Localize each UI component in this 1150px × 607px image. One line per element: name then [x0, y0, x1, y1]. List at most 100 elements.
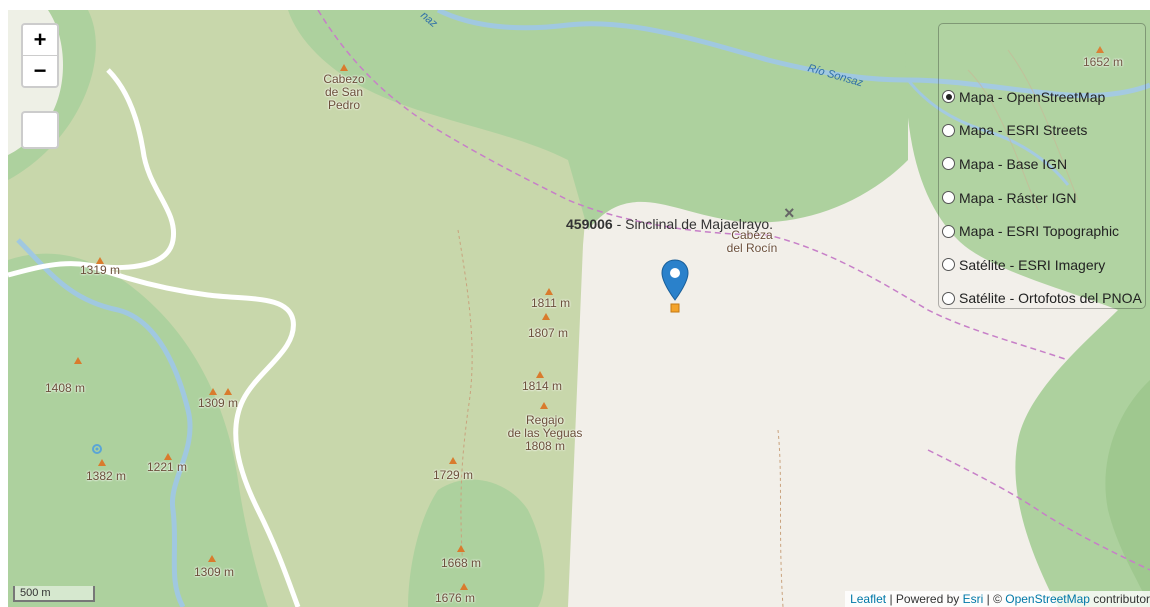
layer-option-base-ign[interactable]: Mapa - Base IGN: [939, 147, 1145, 181]
peak-label: 1668 m: [441, 556, 482, 570]
zoom-in-button[interactable]: +: [23, 25, 57, 56]
attribution: Leaflet | Powered by Esri | © OpenStreet…: [845, 591, 1150, 607]
peak-label: 1319 m: [80, 263, 121, 277]
peak-label: 1309 m: [194, 565, 235, 579]
boundary-line: [317, 10, 1069, 361]
place-label-line: Cabezo: [323, 72, 365, 86]
layer-option-pnoa[interactable]: Satélite - Ortofotos del PNOA: [939, 282, 1145, 316]
road-north: [8, 68, 177, 278]
peak-triangle: [545, 288, 553, 295]
peak-triangle: [1096, 46, 1104, 53]
popup-id: 459006: [566, 216, 613, 232]
locate-button[interactable]: [21, 111, 59, 149]
contour-line: [967, 69, 1039, 211]
place-label-line: Pedro: [327, 98, 361, 112]
forest-area-south: [408, 479, 545, 607]
marker-popup: 459006 - Sinclinal de Majaelrayo.: [566, 216, 773, 232]
attribution-text: contributor: [1089, 592, 1150, 606]
place-label-cabezo: Cabezo de San Pedro: [323, 73, 364, 112]
radio-icon[interactable]: [942, 157, 955, 171]
peak-triangle: [208, 555, 216, 562]
peak-label: 1309 m: [198, 396, 239, 410]
radio-icon[interactable]: [942, 224, 955, 238]
peak-label: 1652 m: [1083, 55, 1124, 69]
radio-icon[interactable]: [942, 258, 955, 272]
forest-area-east: [905, 10, 1150, 607]
peak-label: 1408 m: [45, 381, 86, 395]
peak-triangle: [536, 371, 544, 378]
zoom-out-button[interactable]: −: [23, 56, 57, 86]
forest-area-east-dense: [1105, 380, 1150, 607]
radio-icon[interactable]: [942, 191, 955, 205]
layer-option-esri-imagery[interactable]: Satélite - ESRI Imagery: [939, 248, 1145, 282]
place-label-line: Cabeza: [731, 228, 773, 242]
zoom-control: + −: [21, 23, 59, 88]
peak-triangle: [74, 357, 82, 364]
map-canvas[interactable]: Río Sonsaz naz Cabezo de San Pedro Cabez…: [8, 10, 1150, 607]
leaflet-link[interactable]: Leaflet: [850, 592, 887, 606]
river-tributary: [906, 79, 1070, 186]
osm-link[interactable]: OpenStreetMap: [1005, 592, 1090, 606]
peak-markers: [74, 46, 1104, 590]
track-line-2: [777, 429, 784, 607]
peak-triangle: [540, 402, 548, 409]
peak-label: 1382 m: [86, 469, 127, 483]
track-line: [457, 229, 473, 571]
place-label-line: del Rocín: [726, 241, 778, 255]
peak-triangle: [164, 453, 172, 460]
peak-label: 1807 m: [528, 326, 569, 340]
river-sonsaz: [436, 10, 1150, 99]
contour-line: [1007, 49, 1079, 201]
peak-triangle: [224, 388, 232, 395]
place-label-cabeza: Cabeza del Rocín: [727, 229, 778, 255]
peak-triangle: [457, 545, 465, 552]
layer-option-osm[interactable]: Mapa - OpenStreetMap: [939, 80, 1145, 114]
layer-option-label: Satélite - Ortofotos del PNOA: [959, 290, 1142, 307]
place-label-line: 1808 m: [524, 439, 566, 453]
scale-bar: 500 m: [13, 586, 95, 602]
radio-icon[interactable]: [942, 123, 955, 137]
peak-label: 1676 m: [435, 591, 476, 605]
radio-icon[interactable]: [942, 291, 955, 305]
river-west: [16, 238, 193, 607]
layer-option-raster-ign[interactable]: Mapa - Ráster IGN: [939, 181, 1145, 215]
layer-option-label: Mapa - OpenStreetMap: [959, 88, 1106, 105]
peak-triangle: [449, 457, 457, 464]
place-label-line: Regajo: [525, 413, 565, 427]
place-label-line: de las Yeguas: [507, 426, 583, 440]
place-label-regajo: Regajo de las Yeguas 1808 m: [508, 414, 583, 453]
peak-triangle: [542, 313, 550, 320]
peak-triangle: [340, 64, 348, 71]
attribution-text: | ©: [983, 592, 1006, 606]
layer-option-label: Mapa - ESRI Topographic: [959, 223, 1120, 240]
peak-triangle: [96, 257, 104, 264]
spring-icon-dot: [95, 447, 99, 451]
layer-option-esri-streets[interactable]: Mapa - ESRI Streets: [939, 114, 1145, 148]
forest-area-southwest: [8, 253, 268, 607]
layer-option-label: Mapa - Ráster IGN: [959, 189, 1077, 206]
peak-label: 1221 m: [147, 460, 188, 474]
layer-option-label: Mapa - Base IGN: [959, 155, 1068, 172]
place-label-line: de San: [324, 85, 364, 99]
peak-label: 1814 m: [522, 379, 563, 393]
peak-label: 1811 m: [531, 296, 571, 310]
boundary-line-south: [927, 449, 1150, 571]
popup-close-button[interactable]: ×: [784, 203, 795, 223]
spring-icon: [92, 444, 102, 454]
location-marker-icon[interactable]: [660, 258, 690, 320]
radio-icon[interactable]: [942, 90, 955, 104]
peak-label: 1729 m: [433, 468, 474, 482]
peak-triangle: [209, 388, 217, 395]
peak-triangle: [98, 459, 106, 466]
layer-option-label: Satélite - ESRI Imagery: [959, 256, 1106, 273]
popup-text: - Sinclinal de Majaelrayo.: [612, 216, 774, 232]
road-south: [87, 262, 301, 607]
layers-control: Mapa - OpenStreetMap Mapa - ESRI Streets…: [938, 23, 1146, 309]
layer-option-esri-topographic[interactable]: Mapa - ESRI Topographic: [939, 214, 1145, 248]
layer-option-label: Mapa - ESRI Streets: [959, 122, 1088, 139]
peak-triangle: [460, 583, 468, 590]
forest-area-north: [288, 10, 908, 230]
map-tiles: [8, 10, 1150, 607]
attribution-text: | Powered by: [886, 592, 963, 606]
esri-link[interactable]: Esri: [962, 592, 984, 606]
